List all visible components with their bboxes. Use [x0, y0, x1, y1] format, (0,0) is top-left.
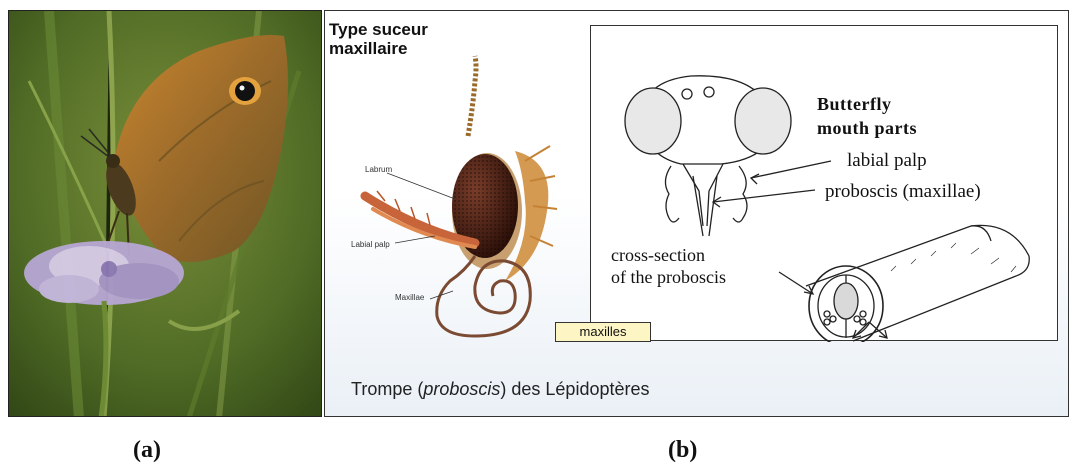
label-labial-palp-small: Labial palp	[351, 240, 390, 249]
butterfly-photo-illustration	[9, 11, 322, 417]
caption-suffix: ) des Lépidoptères	[500, 379, 649, 399]
caption-italic: proboscis	[423, 379, 500, 399]
butterfly-photo	[8, 10, 322, 417]
label-labrum: Labrum	[365, 165, 392, 174]
label-cross-section: cross-section of the proboscis	[611, 244, 726, 288]
cross-section-line2: of the proboscis	[611, 266, 726, 288]
cross-section-line1: cross-section	[611, 244, 726, 266]
panel-b-caption: Trompe (proboscis) des Lépidoptères	[351, 379, 650, 400]
inset-title: Butterfly mouth parts	[817, 92, 917, 140]
maxilles-label-box: maxilles	[555, 322, 651, 342]
inset-title-line1: Butterfly	[817, 92, 917, 116]
head-proboscis-illustration	[325, 11, 590, 341]
caption-prefix: Trompe (	[351, 379, 423, 399]
panel-a-label: (a)	[133, 437, 161, 464]
mouthparts-diagram-panel: Type suceur maxillaire	[324, 10, 1069, 417]
panel-b-label: (b)	[668, 437, 697, 464]
label-maxillae-small: Maxillae	[395, 293, 424, 302]
label-proboscis: proboscis (maxillae)	[825, 181, 981, 203]
label-labial-palp: labial palp	[847, 150, 927, 172]
inset-title-line2: mouth parts	[817, 116, 917, 140]
mouthparts-inset: Butterfly mouth parts labial palp probos…	[590, 25, 1058, 341]
